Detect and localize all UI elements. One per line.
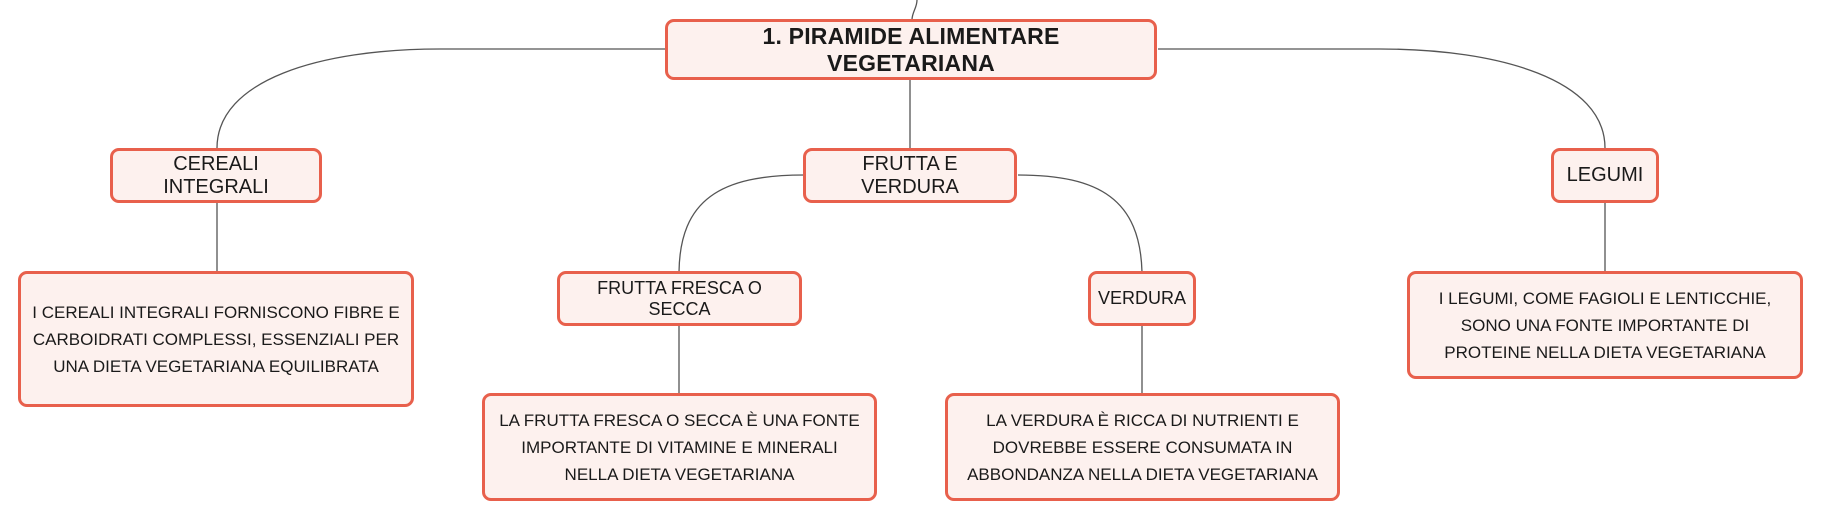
node-cereali-integrali-label: CEREALI INTEGRALI: [163, 152, 269, 198]
node-verdura-label: VERDURA: [1098, 288, 1187, 308]
connector-root-to-legumi: [1158, 48, 1606, 149]
root-node-label: 1. PIRAMIDE ALIMENTARE VEGETARIANA: [762, 22, 1060, 76]
detail-frutta-fresca-o-secca[interactable]: LA FRUTTA FRESCA O SECCA È UNA FONTE IMP…: [482, 393, 877, 501]
detail-frutta-fresca-o-secca-text: LA FRUTTA FRESCA O SECCA È UNA FONTE IMP…: [499, 410, 860, 484]
detail-legumi[interactable]: I LEGUMI, COME FAGIOLI E LENTICCHIE, SON…: [1407, 271, 1803, 379]
connector-root-parent: [911, 0, 918, 21]
node-frutta-fresca-o-secca[interactable]: FRUTTA FRESCA O SECCA: [557, 271, 802, 326]
node-verdura[interactable]: VERDURA: [1088, 271, 1196, 326]
connector-fv-to-verdura: [1017, 174, 1143, 273]
detail-verdura[interactable]: LA VERDURA È RICCA DI NUTRIENTI E DOVREB…: [945, 393, 1340, 501]
detail-cereali-integrali[interactable]: I CEREALI INTEGRALI FORNISCONO FIBRE E C…: [18, 271, 414, 407]
node-frutta-e-verdura-label: FRUTTA E VERDURA: [861, 152, 959, 198]
node-frutta-fresca-o-secca-label: FRUTTA FRESCA O SECCA: [597, 277, 762, 319]
detail-verdura-text: LA VERDURA È RICCA DI NUTRIENTI E DOVREB…: [967, 410, 1318, 484]
detail-cereali-integrali-text: I CEREALI INTEGRALI FORNISCONO FIBRE E C…: [32, 302, 400, 376]
node-frutta-e-verdura[interactable]: FRUTTA E VERDURA: [803, 148, 1017, 203]
node-cereali-integrali[interactable]: CEREALI INTEGRALI: [110, 148, 322, 203]
connector-fv-to-frutta: [678, 174, 805, 273]
node-legumi[interactable]: LEGUMI: [1551, 148, 1659, 203]
connector-root-to-cereali: [216, 48, 666, 149]
detail-legumi-text: I LEGUMI, COME FAGIOLI E LENTICCHIE, SON…: [1438, 288, 1772, 362]
node-legumi-label: LEGUMI: [1566, 164, 1644, 186]
root-node[interactable]: 1. PIRAMIDE ALIMENTARE VEGETARIANA: [665, 19, 1157, 80]
